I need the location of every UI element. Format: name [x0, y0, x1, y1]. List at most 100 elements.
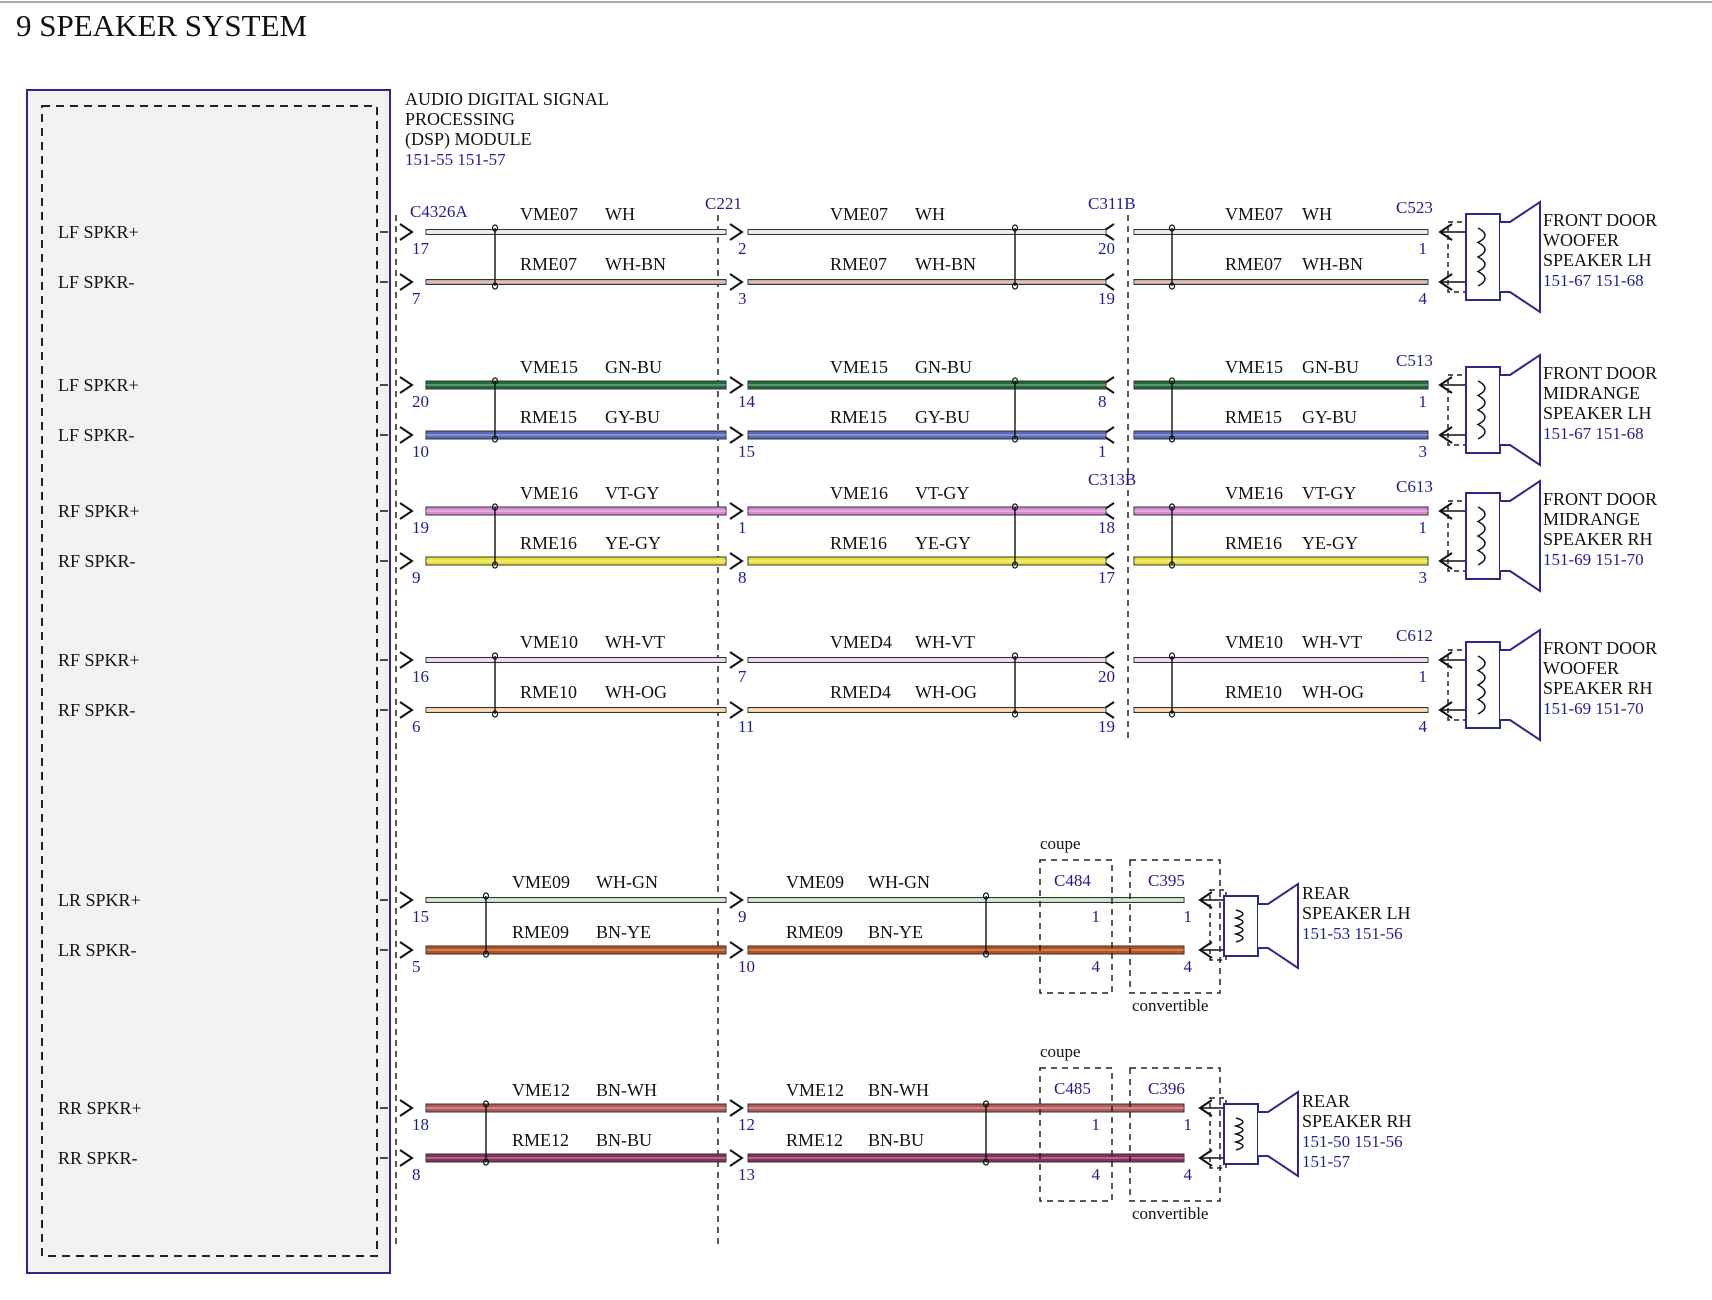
- wire-color-label: GY-BU: [605, 407, 660, 427]
- speaker-refs: 151-67 151-68: [1543, 424, 1644, 443]
- speaker-name-1: FRONT DOOR: [1543, 210, 1657, 230]
- arrow-c4326a-minus: [399, 426, 414, 444]
- speaker-name-2: SPEAKER LH: [1302, 903, 1411, 923]
- arrow-c221-minus: [729, 701, 744, 719]
- pin-number: 6: [412, 717, 421, 736]
- pin-number: 4: [1184, 1165, 1193, 1184]
- speaker-icon-cone: [1500, 628, 1541, 742]
- pin-number: 19: [1098, 289, 1115, 308]
- speaker-icon-cone: [1500, 353, 1541, 467]
- circuit-label: VME07: [830, 204, 888, 224]
- twist-3-bottom: [1168, 710, 1176, 718]
- circuit-label: RMED4: [830, 682, 891, 702]
- twist-3-bottom: [1168, 561, 1176, 569]
- speaker-icon-magnet: [1465, 641, 1501, 729]
- twist-3-top: [1168, 652, 1176, 660]
- twist-3-top: [1168, 377, 1176, 385]
- wire-color-label: VT-GY: [915, 483, 969, 503]
- arrow-c4326a-minus: [399, 941, 414, 959]
- twist-2-top: [1011, 224, 1019, 232]
- pin-number: 5: [412, 957, 421, 976]
- twist-1-bottom: [482, 1158, 490, 1166]
- pin-number: 20: [1098, 239, 1115, 258]
- pin-number: 1: [1184, 907, 1193, 926]
- circuit-label: VME16: [1225, 483, 1283, 503]
- pin-number: 3: [1419, 442, 1428, 461]
- wire-color-label: WH-OG: [605, 682, 667, 702]
- pin-number: 1: [1184, 1115, 1193, 1134]
- pin-number: 17: [412, 239, 430, 258]
- speaker-name-1: FRONT DOOR: [1543, 489, 1657, 509]
- dsp-module-inner: [41, 105, 378, 1257]
- arrow-c4326a-plus: [399, 223, 414, 241]
- pin-number: 18: [1098, 518, 1115, 537]
- pin-number: 19: [1098, 717, 1115, 736]
- pin-number: 18: [412, 1115, 429, 1134]
- speaker-name-2: SPEAKER RH: [1302, 1111, 1412, 1131]
- speaker-icon-magnet: [1223, 1103, 1259, 1165]
- module-name-1: AUDIO DIGITAL SIGNAL: [405, 89, 609, 109]
- pin-number: 1: [1419, 239, 1428, 258]
- pin-number: 8: [1098, 392, 1107, 411]
- speaker-connector-label: C523: [1396, 198, 1433, 217]
- arrow-c221-minus: [729, 552, 744, 570]
- speaker-name-3: SPEAKER LH: [1543, 250, 1652, 270]
- twist-1-bottom: [491, 435, 499, 443]
- arrow-c221-plus: [729, 891, 744, 909]
- pin-number: 4: [1092, 1165, 1101, 1184]
- circuit-label: VME16: [520, 483, 578, 503]
- option-convertible-label: convertible: [1132, 1204, 1208, 1223]
- module-pin-label-plus: RF SPKR+: [58, 650, 140, 670]
- pin-number: 9: [412, 568, 421, 587]
- twist-2-top: [1011, 652, 1019, 660]
- pin-number: 10: [738, 957, 755, 976]
- wire-color-label: WH-GN: [868, 872, 930, 892]
- speaker-name-2: WOOFER: [1543, 658, 1619, 678]
- arrow-c4326a-minus: [399, 701, 414, 719]
- option-coupe-label: coupe: [1040, 834, 1081, 853]
- arrow-c221-minus: [729, 273, 744, 291]
- diagram-title: 9 SPEAKER SYSTEM: [16, 8, 307, 43]
- twist-2-bottom: [1011, 710, 1019, 718]
- arrow-c4326a-minus: [399, 552, 414, 570]
- speaker-icon-coil: [1233, 909, 1244, 943]
- pin-number: 4: [1419, 717, 1428, 736]
- option-convertible-label: convertible: [1132, 996, 1208, 1015]
- module-pin-label-plus: RR SPKR+: [58, 1098, 142, 1118]
- speaker-icon-cone: [1500, 479, 1541, 593]
- twist-1-bottom: [491, 282, 499, 290]
- connector-c311b-label: C311B: [1088, 194, 1136, 213]
- pin-number: 13: [738, 1165, 755, 1184]
- pin-number: 15: [412, 907, 429, 926]
- circuit-label: VME12: [786, 1080, 844, 1100]
- circuit-label: VME10: [1225, 632, 1283, 652]
- speaker-icon-magnet: [1465, 366, 1501, 454]
- wire-color-label: VT-GY: [605, 483, 659, 503]
- wire-color-label: WH-BN: [915, 254, 976, 274]
- circuit-label: VME15: [830, 357, 888, 377]
- pin-number: 19: [412, 518, 429, 537]
- twist-3-bottom: [1168, 435, 1176, 443]
- pin-number: 1: [738, 518, 747, 537]
- circuit-label: RME07: [830, 254, 887, 274]
- twist-1-top: [482, 892, 490, 900]
- module-pin-label-minus: LR SPKR-: [58, 940, 137, 960]
- arrow-c4326a-minus: [399, 273, 414, 291]
- pin-number: 2: [738, 239, 747, 258]
- speaker-name-3: SPEAKER RH: [1543, 529, 1653, 549]
- arrow-c221-plus: [729, 223, 744, 241]
- wire-color-label: GY-BU: [1302, 407, 1357, 427]
- circuit-label: VME09: [512, 872, 570, 892]
- speaker-connector-label: C612: [1396, 626, 1433, 645]
- circuit-label: VME09: [786, 872, 844, 892]
- circuit-label: RME07: [1225, 254, 1282, 274]
- circuit-label: RME12: [512, 1130, 569, 1150]
- speaker-icon-coil: [1476, 227, 1486, 287]
- pin-number: 20: [1098, 667, 1115, 686]
- module-pin-label-minus: RR SPKR-: [58, 1148, 138, 1168]
- circuit-label: RME15: [1225, 407, 1282, 427]
